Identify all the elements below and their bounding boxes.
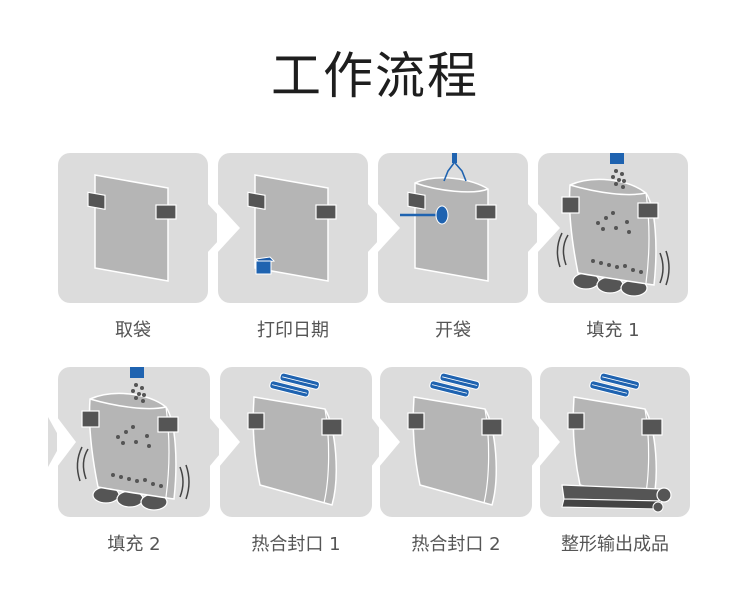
step-label-1: 取袋 [115, 320, 151, 341]
step-label-5: 填充 2 [107, 534, 161, 555]
continue-arrow [48, 417, 62, 467]
step-panel-2 [217, 153, 390, 303]
step-label-2: 打印日期 [257, 320, 329, 341]
suction-opener-icon [400, 153, 467, 225]
step-panel-3 [377, 153, 550, 303]
step-label-7: 热合封口 2 [411, 534, 501, 555]
conveyor-output-icon [561, 484, 672, 513]
date-print-icon [254, 256, 276, 275]
step-label-6: 热合封口 1 [251, 534, 341, 555]
page-title: 工作流程 [271, 47, 479, 105]
step-label-4: 填充 1 [586, 320, 640, 341]
step-panel-5 [57, 366, 230, 517]
step-label-8: 整形输出成品 [561, 534, 669, 555]
flat-bag-icon [88, 175, 176, 281]
step-panel-4 [537, 152, 688, 303]
step-panel-1 [58, 153, 230, 303]
step-label-3: 开袋 [435, 320, 471, 341]
step-panel-8 [539, 367, 690, 517]
step-panel-6 [219, 367, 390, 517]
step-panel-7 [379, 367, 550, 517]
open-bag-icon [408, 178, 496, 281]
